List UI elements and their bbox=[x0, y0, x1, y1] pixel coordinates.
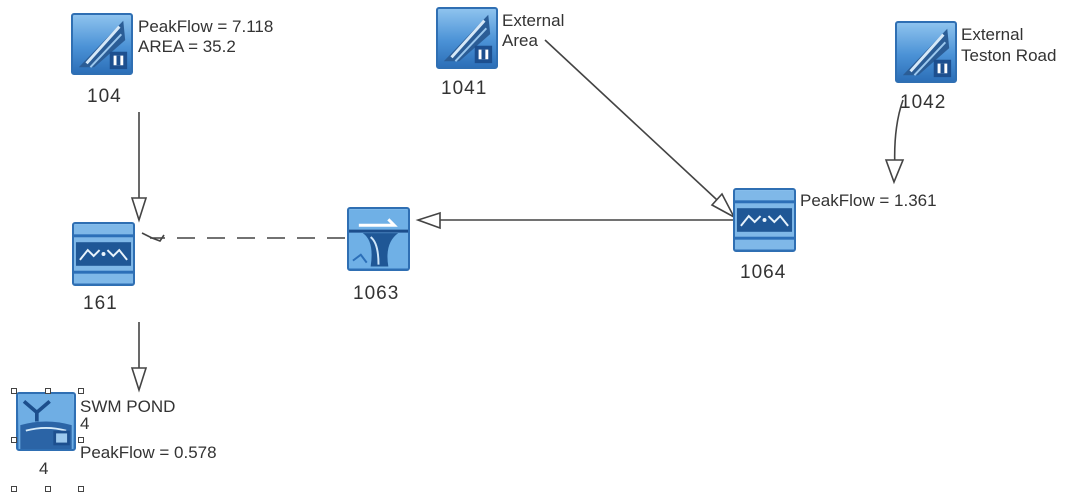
node-1041-name-line2: Area bbox=[502, 31, 538, 50]
node-1064-peakflow: PeakFlow = 1.361 bbox=[800, 191, 937, 210]
node-161-label: 161 bbox=[83, 293, 118, 314]
link-1063-to-161-diversion[interactable] bbox=[141, 232, 345, 242]
node-1042-label: 1042 bbox=[900, 92, 947, 113]
selection-handle[interactable] bbox=[78, 388, 84, 394]
link-1042-to-1064[interactable] bbox=[884, 99, 905, 185]
selection-handle[interactable] bbox=[78, 437, 84, 443]
catchment-icon[interactable] bbox=[436, 7, 498, 69]
pond-icon[interactable] bbox=[16, 392, 76, 451]
node-1042-name-line2: Teston Road bbox=[961, 46, 1057, 65]
node-1063-label: 1063 bbox=[353, 283, 400, 304]
selection-handle[interactable] bbox=[45, 486, 51, 492]
node-104-peakflow: PeakFlow = 7.118 bbox=[138, 17, 274, 36]
link-1041-to-1064[interactable] bbox=[544, 39, 736, 219]
node-1041-label: 1041 bbox=[441, 78, 488, 99]
selection-handle[interactable] bbox=[11, 437, 17, 443]
node-1042-name-line1: External bbox=[961, 25, 1024, 44]
selection-handle[interactable] bbox=[11, 388, 17, 394]
node-104-label: 104 bbox=[87, 86, 122, 107]
node-1041-name-line1: External bbox=[502, 11, 565, 30]
catchment-icon[interactable] bbox=[895, 21, 957, 83]
diversion-icon[interactable] bbox=[347, 207, 410, 271]
pond-peakflow: PeakFlow = 0.578 bbox=[80, 443, 217, 462]
link-1064-to-1063[interactable] bbox=[415, 211, 733, 230]
pond-name: SWM POND bbox=[80, 397, 176, 416]
channel-reach-icon[interactable] bbox=[72, 222, 135, 286]
node-1064-label: 1064 bbox=[740, 262, 787, 283]
link-161-to-pond[interactable] bbox=[130, 322, 148, 393]
pond-label: 4 bbox=[39, 459, 50, 478]
pond-sub-id: 4 bbox=[80, 414, 90, 433]
link-104-to-161[interactable] bbox=[130, 112, 148, 223]
catchment-icon[interactable] bbox=[71, 13, 133, 75]
selection-handle[interactable] bbox=[78, 486, 84, 492]
node-104-area: AREA = 35.2 bbox=[138, 37, 236, 56]
selection-handle[interactable] bbox=[45, 388, 51, 394]
selection-handle[interactable] bbox=[11, 486, 17, 492]
channel-reach-icon[interactable] bbox=[733, 188, 796, 252]
